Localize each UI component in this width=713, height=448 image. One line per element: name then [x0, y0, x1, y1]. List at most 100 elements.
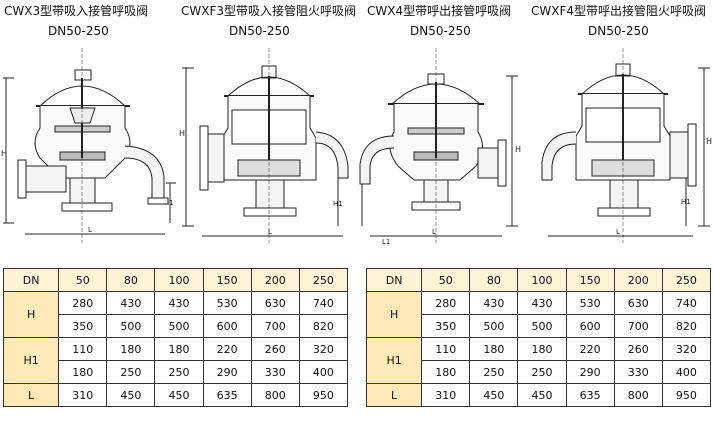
h1-cell: 250: [106, 360, 156, 384]
h-cell: 430: [106, 291, 156, 315]
table-row: H1 110 180 180 220 260 320: [365, 337, 712, 384]
h1-cell: 400: [661, 360, 712, 384]
dn-cell: 100: [154, 268, 204, 292]
h-cell: 600: [202, 314, 252, 338]
dn-cell: 250: [298, 268, 349, 292]
dim-l-label-2: L: [268, 228, 272, 236]
h-cell: 500: [517, 314, 567, 338]
table-header-row: DN 50 80 100 150 200 250: [2, 268, 349, 292]
l-cell: 800: [613, 383, 663, 407]
h1-cell: 250: [469, 360, 519, 384]
dim-h-label-3: H: [515, 145, 521, 154]
h-cell: 500: [106, 314, 156, 338]
h-label: H: [365, 291, 423, 338]
l-cell: 800: [250, 383, 300, 407]
dim-l1-label-3: L1: [382, 238, 390, 246]
valve-drawing-cwxf4: H H1 L: [528, 48, 713, 248]
h1-label: H1: [2, 337, 60, 384]
h-cell: 430: [154, 291, 204, 315]
h1-cell: 320: [661, 337, 712, 361]
table-row: 350 500 500 600 700 820: [4, 314, 349, 338]
dimension-table-right: DN 50 80 100 150 200 250 H 280 430 430 5…: [365, 268, 712, 407]
table-row: H 280 430 430 530 630 740: [365, 291, 712, 338]
l-cell: 450: [106, 383, 156, 407]
h-cell: 430: [469, 291, 519, 315]
h1-cell: 400: [298, 360, 349, 384]
table-header-row: DN 50 80 100 150 200 250: [365, 268, 712, 292]
h-cell: 600: [565, 314, 615, 338]
h1-cell: 180: [154, 337, 204, 361]
diagram-range-2: DN50-250: [229, 24, 290, 38]
h-cell: 280: [58, 291, 108, 315]
diagram-range-4: DN50-250: [588, 24, 649, 38]
l-label: L: [365, 383, 423, 407]
dim-h-label: H: [1, 149, 7, 158]
dn-cell: 80: [106, 268, 156, 292]
h-cell: 350: [421, 314, 471, 338]
dn-cell: 150: [565, 268, 615, 292]
h-cell: 530: [202, 291, 252, 315]
h1-cell: 180: [421, 360, 471, 384]
h-cell: 530: [565, 291, 615, 315]
table-row: H1 110 180 180 220 260 320: [2, 337, 349, 384]
diagram-range-1: DN50-250: [48, 24, 109, 38]
dn-cell: 50: [58, 268, 108, 292]
table-row: L 310 450 450 635 800 950: [365, 383, 712, 407]
l-cell: 950: [661, 383, 712, 407]
h-cell: 740: [298, 291, 349, 315]
h-cell: 700: [250, 314, 300, 338]
dn-cell: 200: [613, 268, 663, 292]
dim-l-label-3: L: [432, 228, 436, 236]
table-row: H 280 430 430 530 630 740: [2, 291, 349, 338]
valve-drawing-cwx4: H L L1: [352, 48, 524, 248]
h-cell: 500: [469, 314, 519, 338]
dn-cell: 50: [421, 268, 471, 292]
h1-cell: 330: [250, 360, 300, 384]
h-cell: 280: [421, 291, 471, 315]
l-cell: 635: [202, 383, 252, 407]
table-row: 180 250 250 290 330 400: [4, 360, 349, 384]
diagram-title-4: CWXF4型带呼出接管阻火呼吸阀: [531, 4, 707, 18]
l-cell: 635: [565, 383, 615, 407]
dim-h1-label-4: H1: [681, 198, 691, 206]
l-cell: 310: [58, 383, 108, 407]
l-cell: 450: [154, 383, 204, 407]
h1-cell: 180: [106, 337, 156, 361]
h1-cell: 250: [154, 360, 204, 384]
dimension-table-left: DN 50 80 100 150 200 250 H 280 430 430 5…: [2, 268, 349, 407]
dim-h-label-2: H: [179, 129, 185, 138]
h1-cell: 180: [58, 360, 108, 384]
dn-cell: 100: [517, 268, 567, 292]
dn-cell: 80: [469, 268, 519, 292]
dn-cell: 200: [250, 268, 300, 292]
l-cell: 310: [421, 383, 471, 407]
l-label: L: [2, 383, 60, 407]
h1-cell: 110: [421, 337, 471, 361]
h1-cell: 110: [58, 337, 108, 361]
h1-cell: 330: [613, 360, 663, 384]
diagram-title-1: CWX3型带吸入接管呼吸阀: [4, 4, 149, 18]
dim-h1-label: H1: [164, 199, 174, 207]
h-cell: 820: [661, 314, 712, 338]
h1-cell: 290: [565, 360, 615, 384]
h1-cell: 220: [202, 337, 252, 361]
l-cell: 950: [298, 383, 349, 407]
valve-drawing-cwxf3: H H1 L: [178, 48, 350, 248]
h1-cell: 260: [250, 337, 300, 361]
dn-cell: 250: [661, 268, 712, 292]
h-cell: 430: [517, 291, 567, 315]
h-cell: 350: [58, 314, 108, 338]
dn-cell: 150: [202, 268, 252, 292]
h-cell: 820: [298, 314, 349, 338]
diagram-range-3: DN50-250: [410, 24, 471, 38]
h1-cell: 320: [298, 337, 349, 361]
h1-cell: 180: [469, 337, 519, 361]
valve-drawing-cwx3: H H1 L: [0, 48, 178, 248]
dn-header: DN: [2, 268, 60, 292]
h1-cell: 260: [613, 337, 663, 361]
dim-h1-label-2: H1: [333, 200, 343, 208]
h-cell: 500: [154, 314, 204, 338]
h-cell: 630: [613, 291, 663, 315]
h1-cell: 290: [202, 360, 252, 384]
h-label: H: [2, 291, 60, 338]
